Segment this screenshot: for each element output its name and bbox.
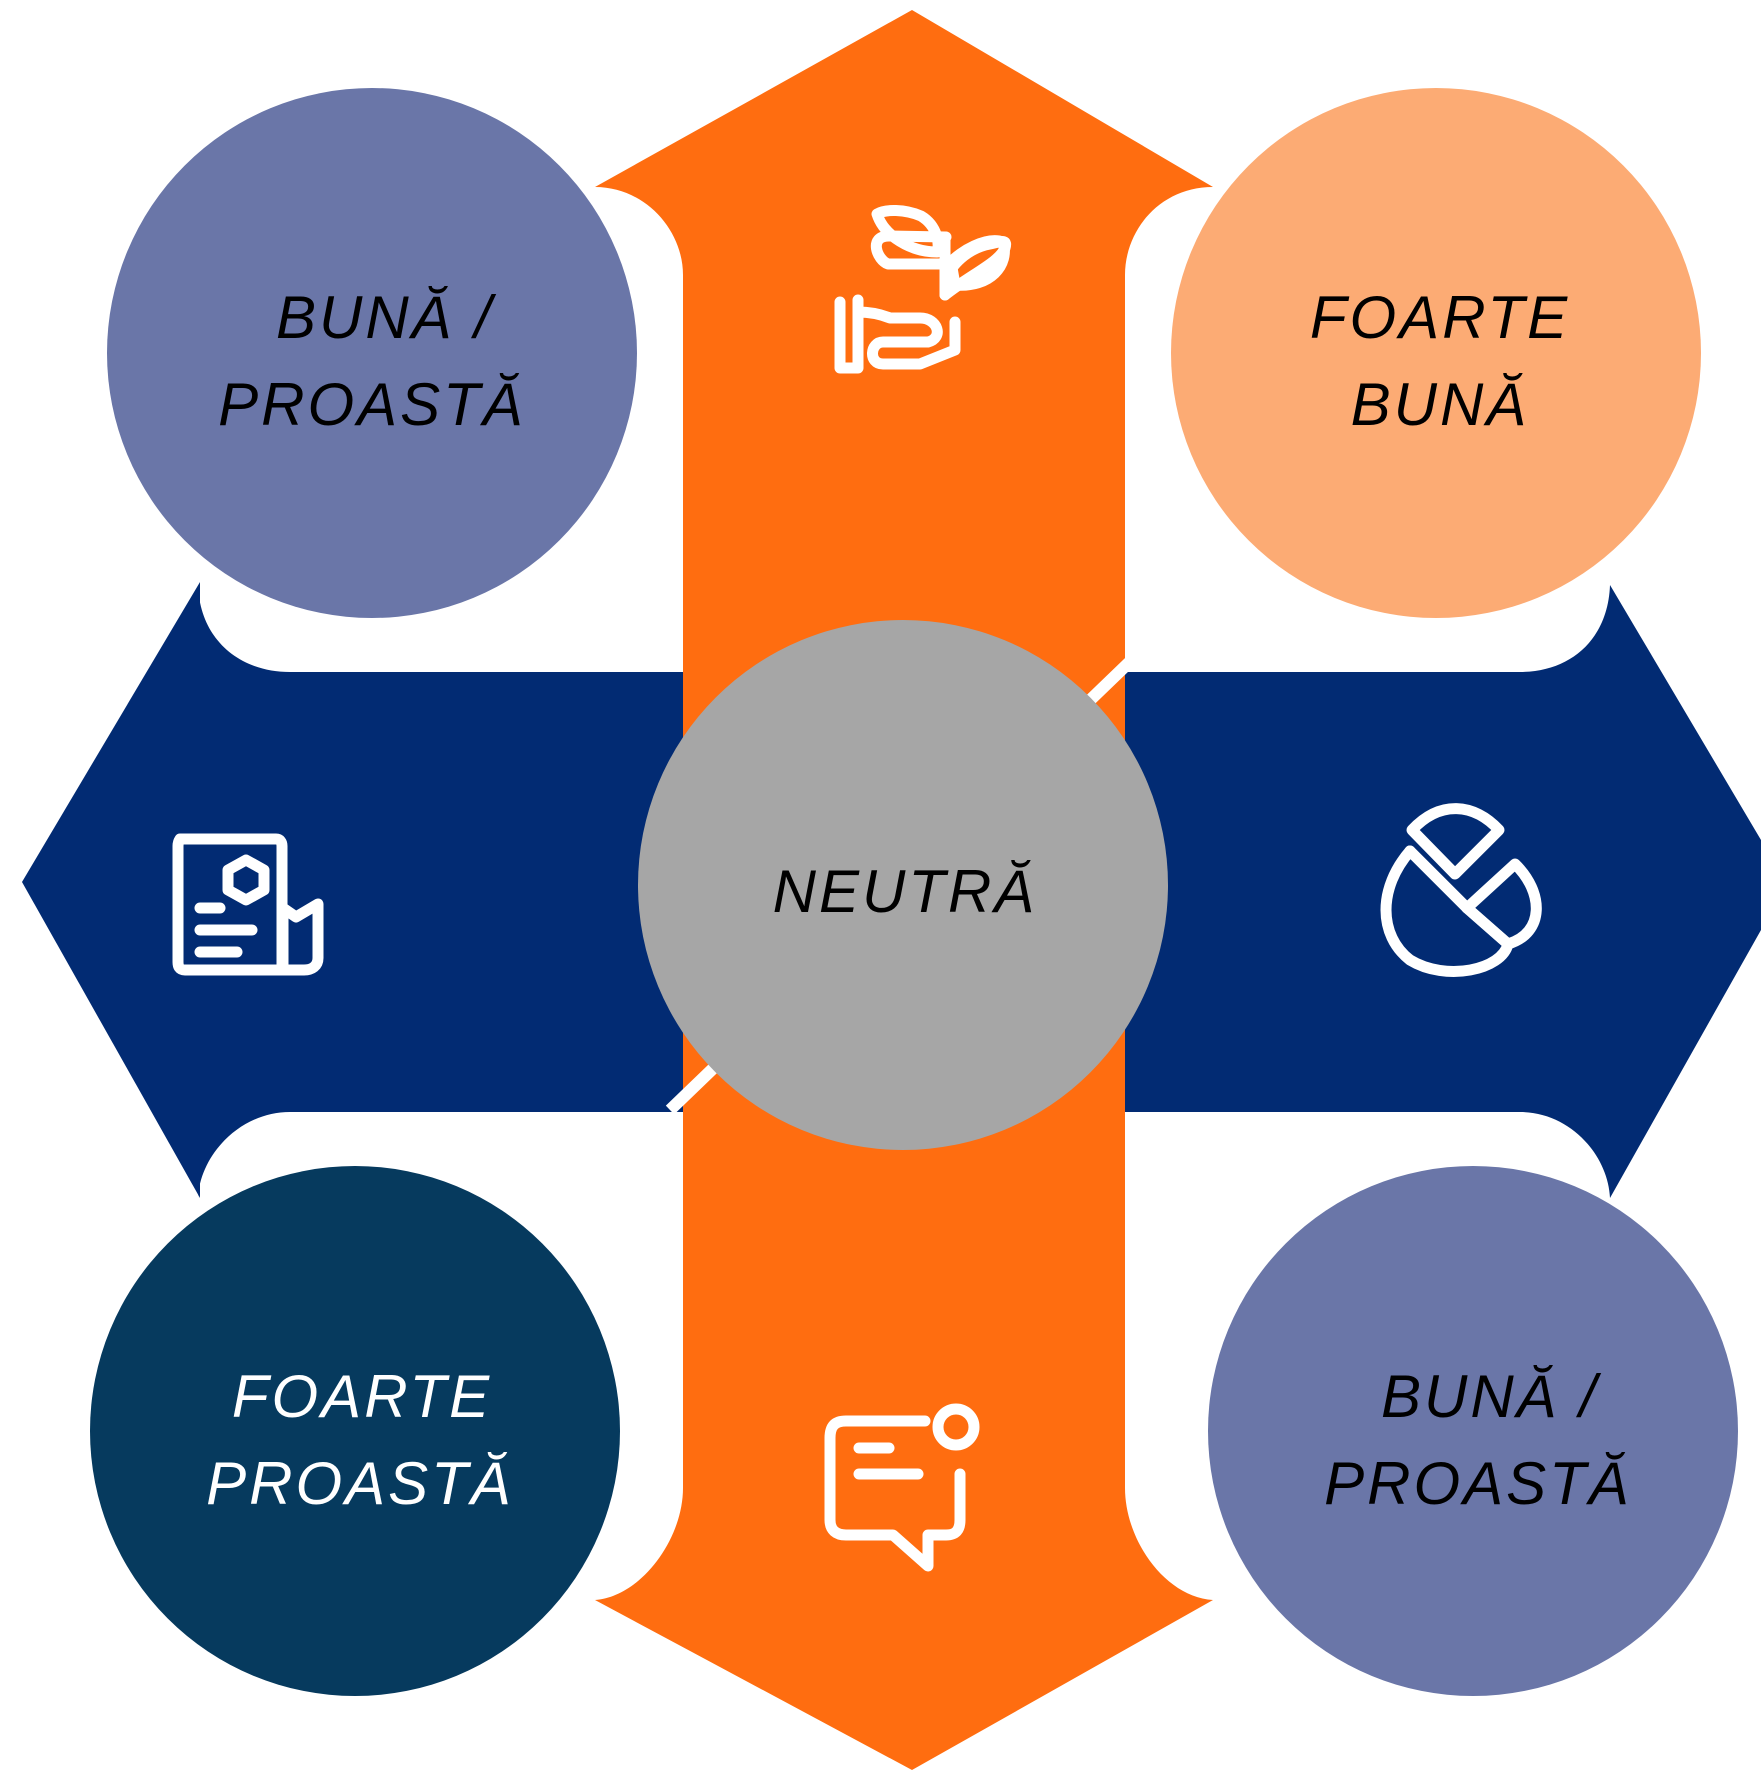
center-circle	[638, 620, 1168, 1150]
label-top-left-line1: BUNĂ /	[276, 284, 496, 351]
circle-top-right	[1171, 88, 1701, 618]
circle-top-left	[107, 88, 637, 618]
document-report-icon	[172, 833, 324, 976]
label-top-right-line2: BUNĂ	[1351, 371, 1530, 438]
label-bottom-right-line1: BUNĂ /	[1381, 1363, 1601, 1430]
horizontal-arrow-left-head	[22, 582, 200, 1198]
label-bottom-right-line2: PROASTĂ	[1324, 1450, 1632, 1517]
connector-top-right	[1080, 647, 1145, 710]
circle-bottom-left	[90, 1166, 620, 1696]
circle-bottom-right	[1208, 1166, 1738, 1696]
label-bottom-left-line1: FOARTE	[232, 1363, 492, 1430]
label-top-left-line2: PROASTĂ	[218, 371, 526, 438]
pie-chart-icon	[1380, 803, 1542, 977]
label-center: NEUTRĂ	[773, 858, 1038, 925]
hand-plant-icon	[834, 205, 1012, 374]
label-bottom-left-line2: PROASTĂ	[206, 1450, 514, 1517]
chat-notification-icon	[824, 1403, 980, 1572]
label-top-right-line1: FOARTE	[1310, 284, 1570, 351]
